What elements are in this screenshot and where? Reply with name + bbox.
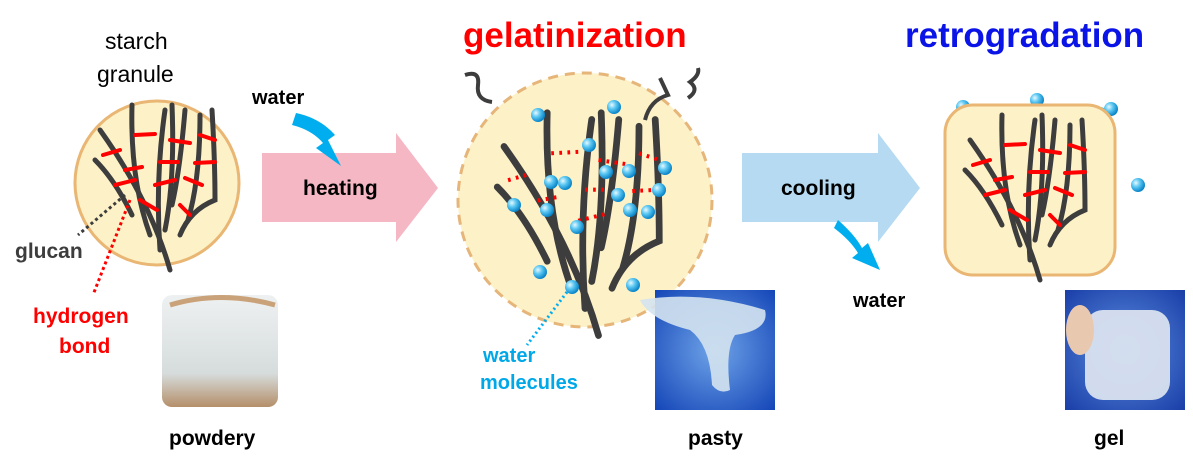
water-molecule	[622, 164, 636, 178]
water-molecule	[599, 165, 613, 179]
retrograded-gel	[943, 103, 1117, 280]
water-molecule	[626, 278, 640, 292]
gel-label: gel	[1094, 427, 1125, 450]
retrogradation-title: retrogradation	[905, 16, 1145, 55]
heating-label: heating	[303, 177, 378, 200]
hydrogen-label: hydrogen	[33, 305, 129, 328]
water-in-arrow	[292, 113, 341, 166]
water-molecule	[658, 161, 672, 175]
water-in-label: water	[252, 87, 305, 109]
water-molecule	[641, 205, 655, 219]
water-molecule	[652, 183, 666, 197]
pasty-label: pasty	[688, 427, 743, 450]
heating-arrow	[262, 133, 438, 242]
cooling-arrow	[742, 133, 920, 242]
gel-photo	[1065, 290, 1185, 410]
water-molecule	[544, 175, 558, 189]
water-molecule	[582, 138, 596, 152]
water-molecules-pointer	[525, 287, 572, 346]
starch-granule	[73, 99, 241, 270]
water-out-label: water	[853, 290, 906, 312]
granule-label: granule	[97, 61, 174, 87]
water-molecule	[607, 100, 621, 114]
powder-photo	[162, 295, 278, 407]
water-molecule	[611, 188, 625, 202]
water-molecule	[570, 220, 584, 234]
water-out-arrow	[834, 220, 880, 270]
starch-label: starch	[105, 28, 168, 54]
glucan-label: glucan	[15, 240, 83, 263]
gelatinization-title: gelatinization	[463, 16, 687, 55]
glucan-pointer	[77, 193, 126, 237]
bond-label: bond	[59, 335, 111, 358]
water-molecule	[507, 198, 521, 212]
water-molecules-label-2: molecules	[480, 372, 578, 394]
water-molecule	[1131, 178, 1145, 192]
swollen-granule	[456, 67, 714, 336]
powdery-label: powdery	[169, 427, 256, 450]
cooling-label: cooling	[781, 177, 856, 200]
water-molecule	[531, 108, 545, 122]
water-molecule	[565, 280, 579, 294]
paste-photo	[640, 290, 775, 410]
hydrogen-bond-pointer	[91, 199, 132, 296]
water-molecule	[558, 176, 572, 190]
water-molecule	[540, 203, 554, 217]
water-molecules-label-1: water	[483, 345, 536, 367]
water-molecule	[533, 265, 547, 279]
water-molecule	[623, 203, 637, 217]
